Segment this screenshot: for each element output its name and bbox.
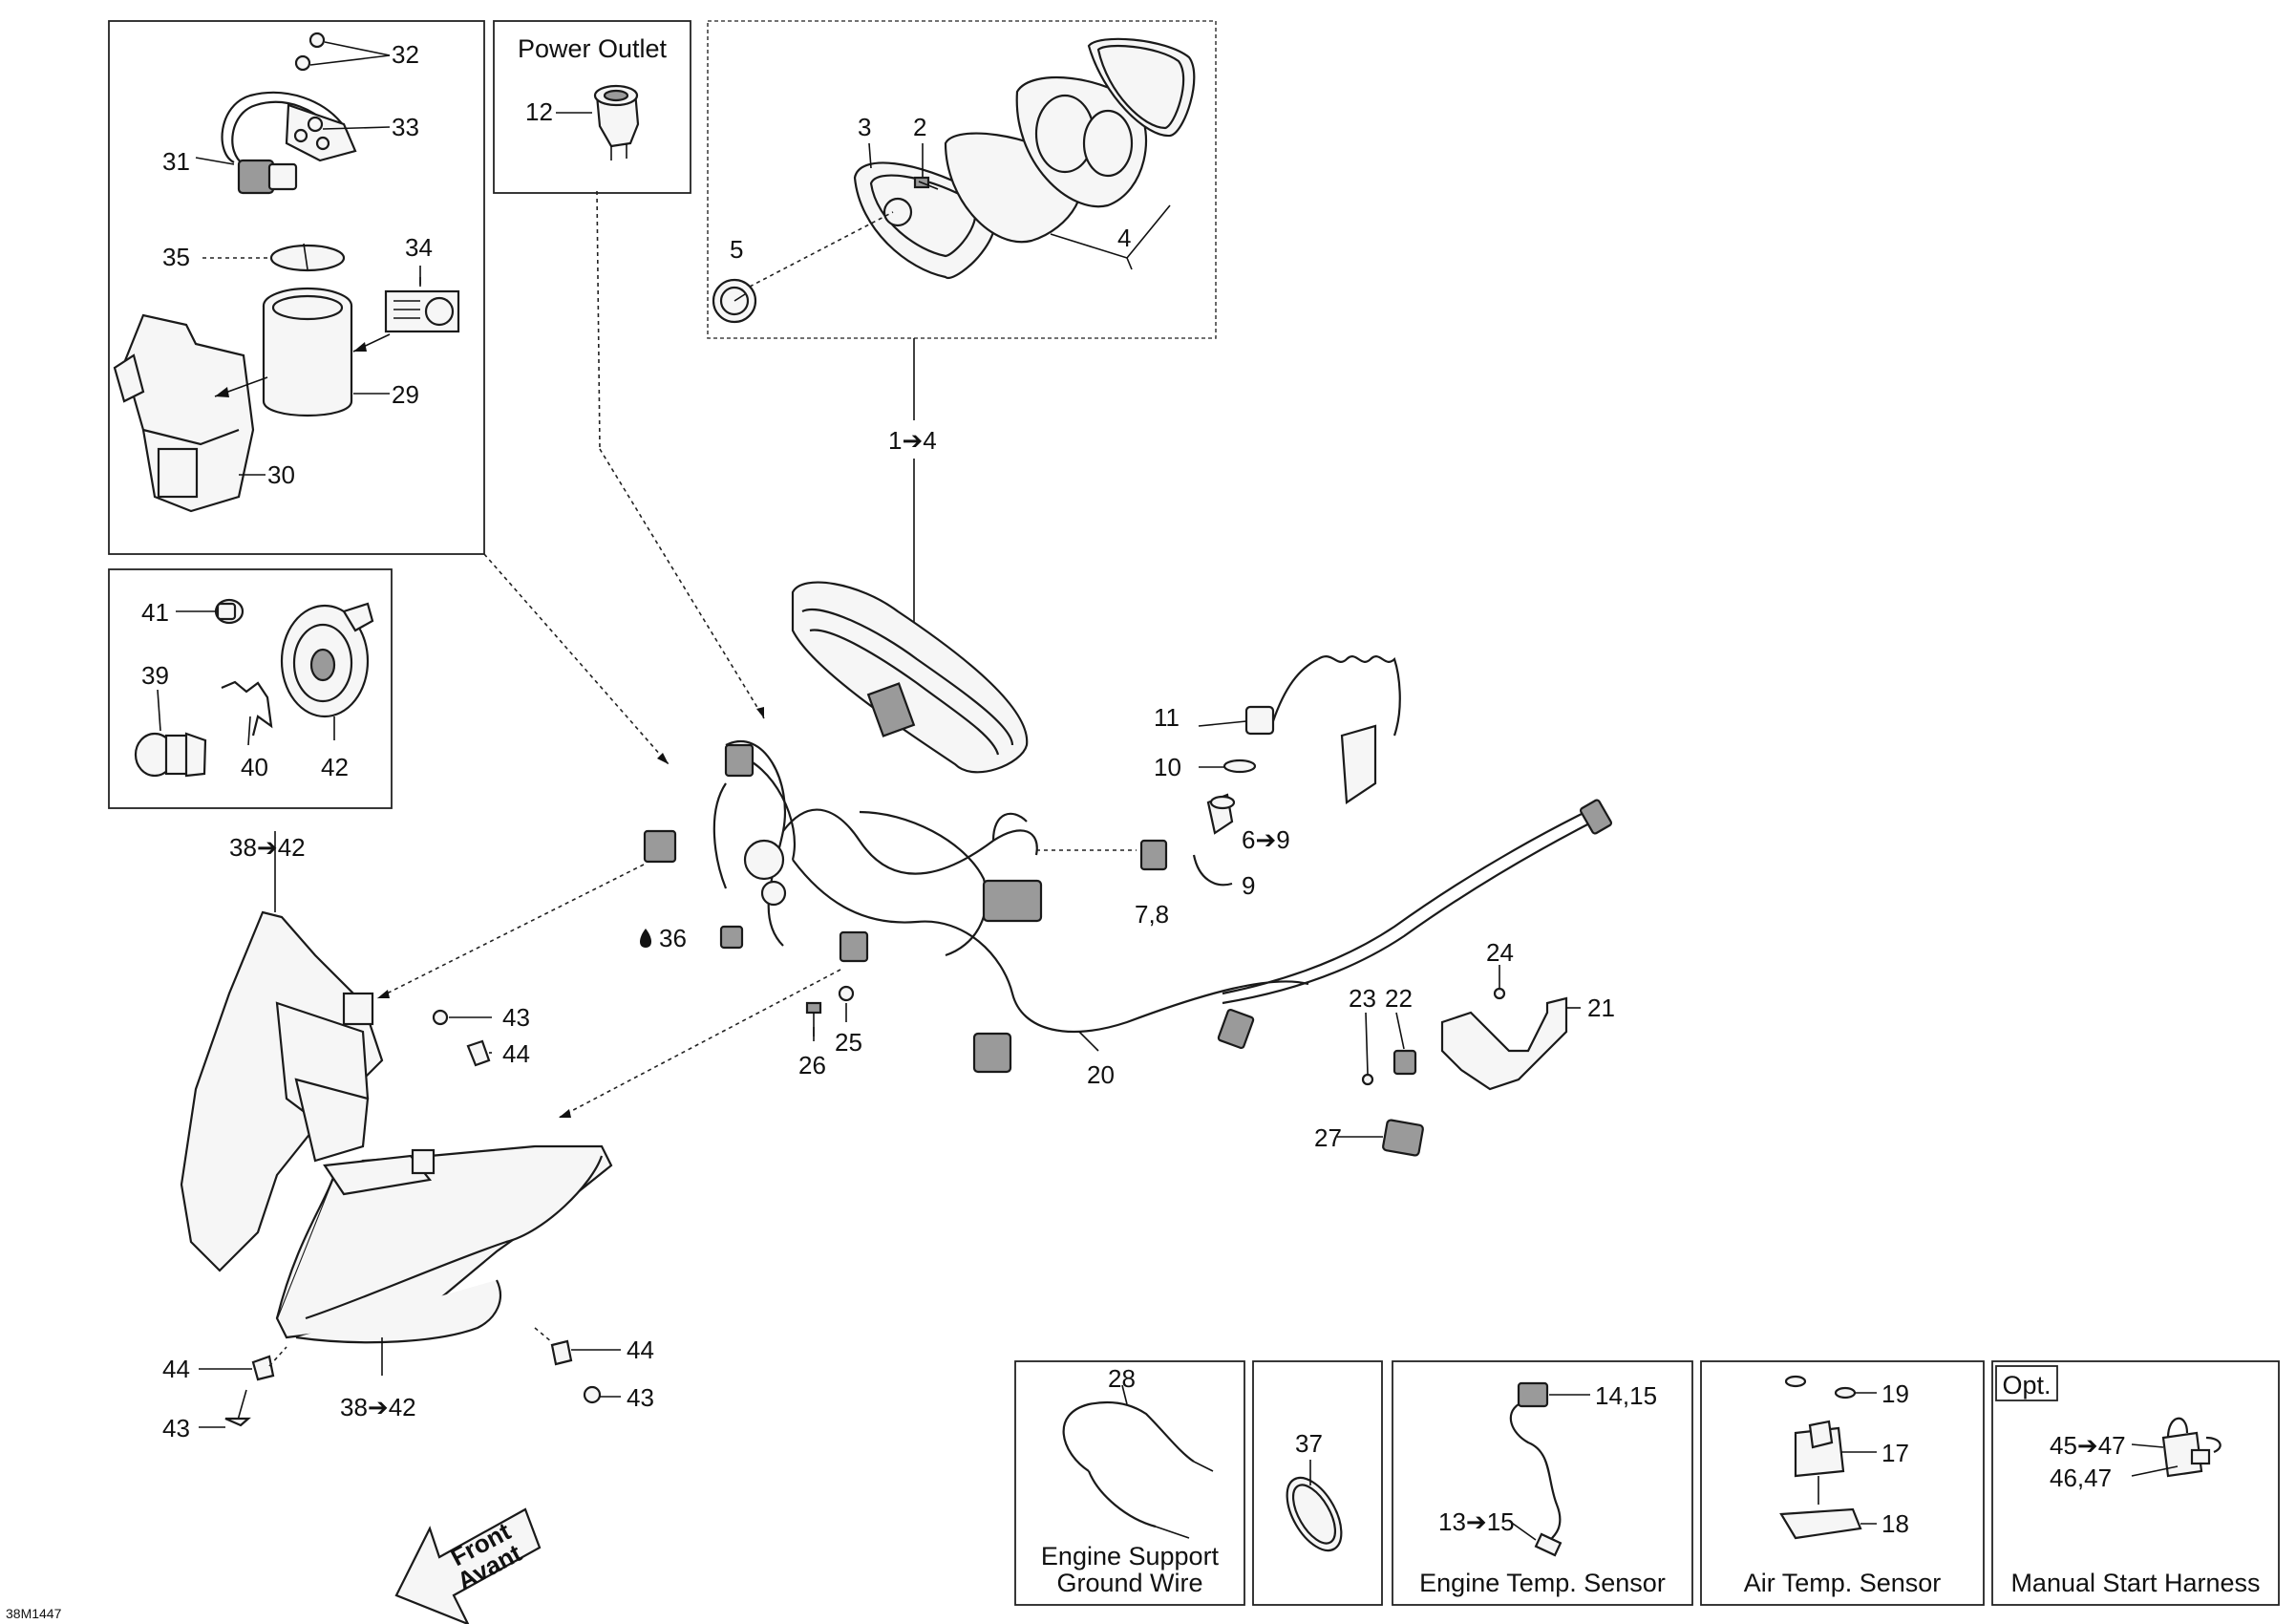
callout-12: 12 (525, 97, 553, 126)
callout-45-47: 45➔47 (2050, 1431, 2126, 1460)
callout-30: 30 (267, 460, 295, 489)
callout-44-left: 44 (162, 1355, 190, 1383)
callout-38-42-top: 38➔42 (229, 833, 306, 862)
bracket-assembly (1337, 965, 1581, 1157)
callout-39: 39 (141, 661, 169, 690)
callout-23: 23 (1349, 984, 1376, 1013)
callout-18: 18 (1881, 1509, 1909, 1538)
callout-6-9: 6➔9 (1242, 825, 1290, 854)
callout-11: 11 (1154, 703, 1180, 732)
panel-gauge-cluster (707, 20, 1217, 339)
callout-7-8: 7,8 (1135, 900, 1169, 929)
callout-20: 20 (1087, 1060, 1115, 1089)
headlamp-lens-front (275, 1144, 613, 1344)
callout-17: 17 (1881, 1439, 1909, 1467)
callout-43-top: 43 (502, 1003, 530, 1032)
callout-31: 31 (162, 147, 190, 176)
wiring-harness (643, 740, 1613, 1074)
drawing-code: 38M1447 (6, 1606, 62, 1621)
panel-air-temp-sensor (1700, 1360, 1985, 1606)
callout-22: 22 (1385, 984, 1413, 1013)
callout-27: 27 (1314, 1123, 1342, 1152)
power-outlet-title: Power Outlet (518, 34, 668, 63)
callout-34: 34 (405, 233, 433, 262)
caption-air-temp-sensor: Air Temp. Sensor (1744, 1569, 1942, 1597)
callout-42: 42 (321, 753, 349, 781)
callout-9: 9 (1242, 871, 1255, 900)
callout-35: 35 (162, 243, 190, 271)
panel-headlamp-bulb (108, 568, 393, 809)
optional-badge: Opt. (2002, 1371, 2051, 1400)
callout-40: 40 (241, 753, 268, 781)
callout-28: 28 (1108, 1364, 1136, 1393)
callout-37: 37 (1295, 1429, 1323, 1458)
caption-ground-wire-line1: Engine Support (1041, 1542, 1220, 1571)
caption-engine-temp-sensor: Engine Temp. Sensor (1419, 1569, 1666, 1597)
callout-32: 32 (392, 40, 419, 69)
callout-43-right: 43 (627, 1383, 654, 1412)
headlamp-housing-rear (180, 910, 384, 1272)
callout-44-top: 44 (502, 1039, 530, 1068)
panel-clamp (1252, 1360, 1383, 1606)
callout-3: 3 (858, 113, 871, 141)
callout-26: 26 (798, 1051, 826, 1079)
callout-41: 41 (141, 598, 169, 627)
caption-manual-start-harness: Manual Start Harness (2010, 1569, 2260, 1597)
callout-43-left: 43 (162, 1414, 190, 1442)
callout-4: 4 (1117, 224, 1131, 252)
callout-10: 10 (1154, 753, 1181, 781)
panel-engine-temp-sensor (1392, 1360, 1693, 1606)
front-direction-arrow: Front Avant (394, 1507, 542, 1624)
callout-25: 25 (835, 1028, 862, 1057)
callout-19: 19 (1881, 1379, 1909, 1408)
callout-13-15: 13➔15 (1438, 1507, 1515, 1536)
callout-labels: 32 33 31 34 35 29 30 12 3 2 4 5 1➔4 41 3… (141, 40, 2126, 1538)
panel-pump-assembly (108, 20, 485, 555)
panel-ground-wire (1014, 1360, 1245, 1606)
tether-switch (1139, 655, 1401, 887)
callout-36: 36 (659, 924, 687, 952)
callout-33: 33 (392, 113, 419, 141)
callout-14-15: 14,15 (1595, 1381, 1657, 1410)
callout-29: 29 (392, 380, 419, 409)
callout-2: 2 (913, 113, 926, 141)
callout-24: 24 (1486, 938, 1514, 967)
lubricant-drop-icon (640, 929, 651, 948)
caption-ground-wire-line2: Ground Wire (1056, 1569, 1202, 1597)
callout-46-47: 46,47 (2050, 1464, 2112, 1492)
callout-38-42-bottom: 38➔42 (340, 1393, 416, 1421)
callout-5: 5 (730, 235, 743, 264)
callout-1-4: 1➔4 (888, 426, 937, 455)
panel-power-outlet: Power Outlet (493, 20, 691, 194)
gauge-cluster-housing (791, 581, 1029, 774)
callout-21: 21 (1587, 994, 1615, 1022)
callout-44-right: 44 (627, 1336, 654, 1364)
panel-manual-start-harness: Opt. (1991, 1360, 2280, 1606)
